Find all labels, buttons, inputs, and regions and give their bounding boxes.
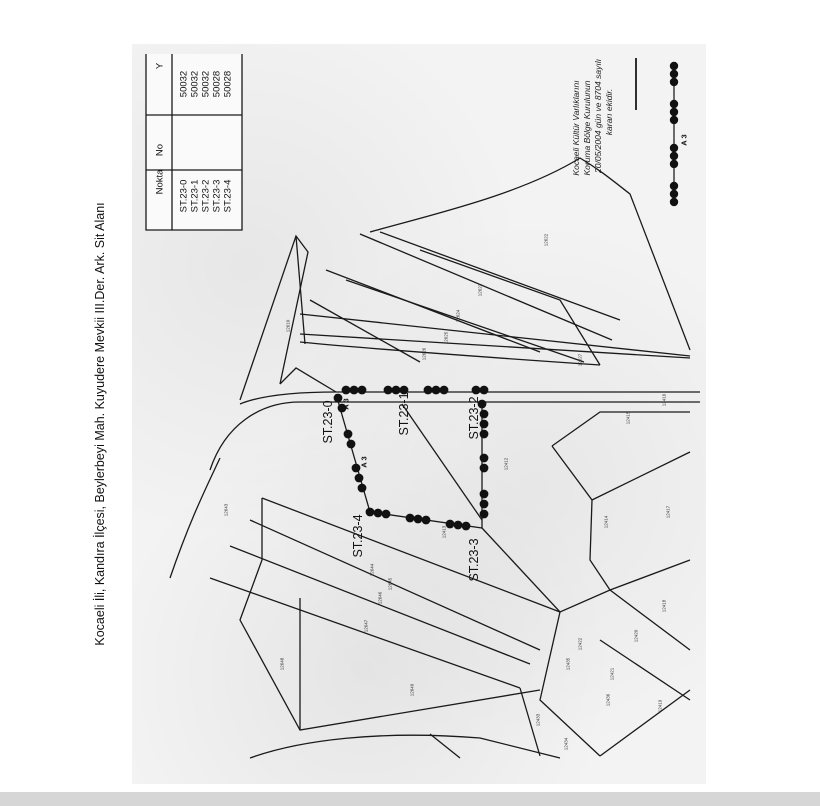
parcel-boundary (325, 269, 541, 353)
approval-note-line: 20/05/2004 gün ve 8704 sayılı (593, 59, 603, 173)
point-label-st23-0: ST.23-0 (321, 400, 335, 444)
parcel-number: 12624 (455, 309, 461, 323)
parcel-boundary (295, 235, 306, 345)
parcel-number: 12648 (279, 657, 285, 671)
parcel-number: 12643 (223, 503, 229, 517)
boundary-marker-a3: A 3 (341, 398, 351, 410)
parcel-number: 12420 (633, 629, 639, 643)
parcel-boundary (299, 341, 601, 366)
parcel-boundary (309, 299, 421, 363)
parcel-boundary (249, 519, 541, 651)
table-row-name: ST.23-2 (200, 179, 212, 213)
parcel-boundary (345, 279, 585, 363)
table-frame (145, 54, 243, 231)
table-row-y: 50028 (211, 70, 223, 98)
parcel-boundary (209, 577, 521, 689)
table-row-y: 50028 (222, 70, 234, 98)
parcel-number: 12417 (665, 505, 671, 519)
parcel-boundary (551, 411, 690, 447)
parcel-boundary (299, 333, 691, 359)
parcel-boundary (609, 559, 691, 591)
legend-marker-label: A 3 (679, 134, 689, 146)
parcel-boundary (551, 445, 611, 591)
parcel-boundary (599, 689, 691, 757)
table-row-y: 50032 (200, 70, 212, 98)
parcel-boundary (519, 687, 541, 757)
parcel-boundary (379, 231, 621, 321)
parcel-number: 12645 (387, 577, 393, 591)
boundary-marker-a3: A 3 (359, 456, 369, 468)
point-label-st23-2: ST.23-2 (467, 396, 481, 440)
parcel-number: 12422 (577, 637, 583, 651)
point-label-st23-3: ST.23-3 (467, 538, 481, 582)
table-header-no: No (154, 143, 166, 157)
coordinate-table-box (146, 54, 242, 230)
parcel-number: 12416 (661, 393, 667, 407)
parcel-boundary (401, 403, 483, 521)
parcel-number: 12626 (421, 347, 427, 361)
table-row-name: ST.23-3 (211, 179, 223, 213)
table-row-name: ST.23-1 (189, 179, 201, 213)
table-row-y: 50032 (178, 70, 190, 98)
table-row-name: ST.23-4 (222, 179, 234, 213)
parcel-boundary (279, 367, 337, 393)
table-header-nokta: Nokta (154, 169, 166, 195)
parcel-number: 12414 (603, 515, 609, 529)
point-label-st23-1: ST.23-1 (397, 392, 411, 436)
parcel-number: 12415 (625, 411, 631, 425)
parcel-number: 12434 (563, 737, 569, 751)
parcel-boundary (429, 733, 461, 759)
table-row-y: 50032 (189, 70, 201, 98)
parcel-boundary (481, 527, 691, 651)
parcel-number: 12412 (503, 457, 509, 471)
parcel-boundary (591, 451, 691, 501)
parcel-number: 12413 (441, 525, 447, 539)
parcel-boundary (169, 457, 221, 579)
parcel-boundary (249, 734, 561, 759)
scan-edge (0, 792, 820, 806)
road-edge-outer (209, 401, 336, 471)
table-row-name: ST.23-0 (178, 179, 190, 213)
parcel-boundary (599, 639, 691, 701)
parcel-number: 12421 (609, 667, 615, 681)
site-boundary-dots (333, 385, 489, 531)
approval-note-line: kararı ekidir. (604, 88, 614, 136)
parcel-number: 12436 (605, 693, 611, 707)
parcel-boundary (419, 249, 601, 366)
parcel-boundary (261, 497, 561, 613)
road-edge-left (239, 391, 700, 405)
approval-note-line: Koruma Bölge Kurulunun (582, 80, 592, 176)
parcel-boundary (539, 611, 601, 757)
parcel-boundary (239, 498, 541, 731)
parcel-number: 12622 (543, 233, 549, 247)
legend-dotted-boundary (669, 61, 679, 207)
parcel-boundary (359, 233, 613, 341)
parcel-number: 12644 (369, 563, 375, 577)
parcel-number: 12419 (657, 699, 663, 713)
parcel-number: 12623 (477, 283, 483, 297)
table-header-y: Y (154, 62, 166, 70)
parcel-number: 12433 (535, 713, 541, 727)
parcel-number: 12646 (377, 591, 383, 605)
parcel-number: 12610 (285, 319, 291, 333)
parcel-number: 12627 (577, 353, 583, 367)
approval-note-line: Kocaeli Kültür Varlıklarını (571, 80, 581, 176)
parcel-number: 12435 (565, 657, 571, 671)
parcel-number: 12649 (409, 683, 415, 697)
point-label-st23-4: ST.23-4 (351, 514, 365, 558)
parcel-boundary (369, 157, 691, 351)
parcel-boundary (229, 545, 531, 665)
parcel-number: 12647 (363, 619, 369, 633)
parcel-boundary (239, 234, 309, 401)
parcel-number: 12625 (443, 331, 449, 345)
parcel-number: 12418 (661, 599, 667, 613)
